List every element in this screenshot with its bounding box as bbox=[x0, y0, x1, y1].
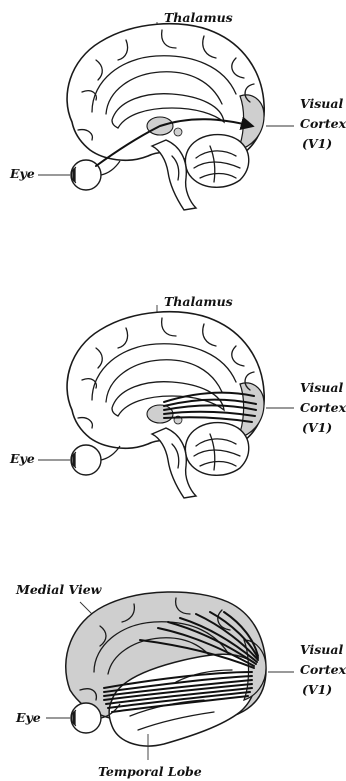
eye-illustration bbox=[71, 445, 120, 475]
visual-cortex-label-line-2: Cortex bbox=[300, 116, 346, 131]
visual-cortex-label: Visual Cortex (V1) bbox=[300, 96, 346, 151]
visual-cortex-label-line-1: Visual bbox=[300, 642, 343, 657]
thalamus-label: Thalamus bbox=[164, 10, 233, 25]
visual-cortex-label-line-1: Visual bbox=[300, 96, 343, 111]
visual-cortex-label-line-3: (V1) bbox=[302, 682, 332, 697]
eye-illustration bbox=[71, 160, 120, 190]
panel-1-midbrain-pathway: Thalamus Eye Visual Cortex (V1) bbox=[9, 10, 346, 210]
visual-cortex-label: Visual Cortex (V1) bbox=[300, 642, 346, 697]
visual-cortex-label-line-2: Cortex bbox=[300, 400, 346, 415]
panel-3-lateral-view-radiation: Medial View Eye bbox=[15, 582, 346, 779]
visual-cortex-label-line-2: Cortex bbox=[300, 662, 346, 677]
thalamus-label: Thalamus bbox=[164, 294, 233, 309]
visual-cortex-label-line-3: (V1) bbox=[302, 420, 332, 435]
panel-2-thalamocortical-radiation: Thalamus Eye Visual Cortex (V1) bbox=[9, 294, 346, 498]
temporal-lobe-label: Temporal Lobe bbox=[98, 764, 202, 779]
eye-label: Eye bbox=[9, 451, 35, 466]
eye-label: Eye bbox=[9, 166, 35, 181]
visual-cortex-label-line-1: Visual bbox=[300, 380, 343, 395]
visual-cortex-label-line-3: (V1) bbox=[302, 136, 332, 151]
medial-view-label: Medial View bbox=[15, 582, 103, 597]
visual-cortex-label: Visual Cortex (V1) bbox=[300, 380, 346, 435]
eye-label: Eye bbox=[15, 710, 41, 725]
